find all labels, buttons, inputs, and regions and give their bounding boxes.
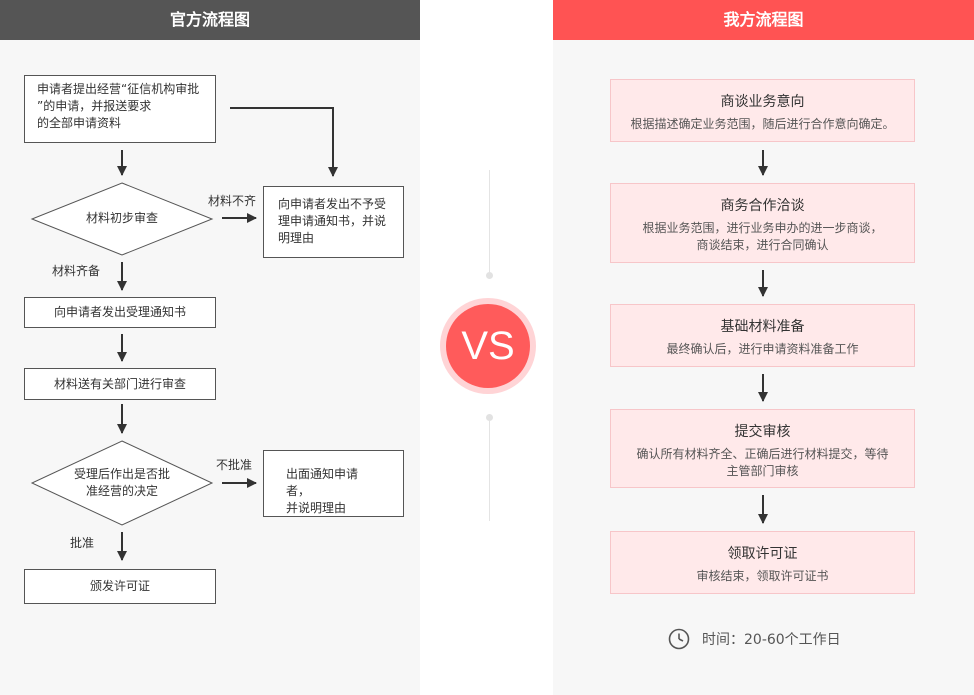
rejection-notice-line-1: 向申请者发出不予受 (278, 197, 387, 211)
clock-icon (668, 628, 690, 650)
step-material-prep: 基础材料准备 最终确认后，进行申请资料准备工作 (610, 304, 915, 367)
vs-badge: VS (440, 298, 536, 394)
step-desc-line: 审核结束，领取许可证书 (696, 569, 829, 583)
decision-diamond-shape (30, 440, 214, 526)
processing-time: 时间： 20-60个工作日 (668, 626, 841, 652)
written-notice-line-2: 并说明理由 (286, 501, 347, 515)
arrow-box1-to-reject (230, 107, 338, 177)
time-label: 时间： (702, 632, 744, 648)
review-diamond-shape (30, 182, 214, 256)
step-title: 基础材料准备 (720, 319, 805, 335)
rejection-notice-line-3: 明理由 (278, 231, 315, 245)
submit-application-line-3: 的全部申请资料 (37, 116, 122, 130)
time-value: 20-60个工作日 (744, 632, 841, 648)
our-flow-header: 我方流程图 (553, 0, 974, 40)
submit-application-box: 申请者提出经营“征信机构审批 ”的申请，并报送要求 的全部申请资料 (24, 75, 216, 143)
step-desc-line: 最终确认后，进行申请资料准备工作 (666, 342, 859, 356)
incomplete-materials-label: 材料不齐 (208, 194, 257, 208)
submit-application-line-2: ”的申请，并报送要求 (37, 99, 152, 113)
step-submit-review: 提交审核 确认所有材料齐全、正确后进行材料提交，等待 主管部门审核 (610, 409, 915, 488)
department-review-box: 材料送有关部门进行审查 (24, 368, 216, 400)
vs-text: VS (446, 304, 530, 388)
step-title: 提交审核 (734, 424, 791, 440)
step-desc-line: 商谈结束，进行合同确认 (696, 238, 829, 252)
acceptance-notice-box: 向申请者发出受理通知书 (24, 297, 216, 328)
divider-line-bottom (489, 421, 490, 521)
approval-decision-label: 受理后作出是否批 准经营的决定 (57, 466, 187, 500)
step-business-intent: 商谈业务意向 根据描述确定业务范围，随后进行合作意向确定。 (610, 79, 915, 142)
divider-dot-bottom (486, 414, 493, 421)
step-receive-license: 领取许可证 审核结束，领取许可证书 (610, 531, 915, 594)
step-desc-line: 根据描述确定业务范围，随后进行合作意向确定。 (630, 117, 895, 131)
step-desc-line: 主管部门审核 (726, 464, 799, 478)
not-approved-label: 不批准 (216, 458, 253, 472)
issue-license-box: 颁发许可证 (24, 569, 216, 604)
rejection-notice-line-2: 理申请通知书，并说 (278, 214, 387, 228)
official-flow-header: 官方流程图 (0, 0, 420, 40)
divider-dot-top (486, 272, 493, 279)
rejection-notice-box: 向申请者发出不予受 理申请通知书，并说 明理由 (263, 186, 404, 258)
step-negotiation: 商务合作洽谈 根据业务范围，进行业务申办的进一步商谈， 商谈结束，进行合同确认 (610, 183, 915, 263)
approved-label: 批准 (70, 536, 95, 550)
step-title: 商务合作洽谈 (720, 198, 805, 214)
written-notice-box: 出面通知申请者， 并说明理由 (263, 450, 404, 517)
step-title: 商谈业务意向 (720, 94, 805, 110)
complete-materials-label: 材料齐备 (52, 264, 101, 278)
approval-decision-line-2: 准经营的决定 (85, 484, 158, 498)
step-title: 领取许可证 (727, 546, 798, 562)
submit-application-line-1: 申请者提出经营“征信机构审批 (37, 82, 200, 96)
approval-decision-line-1: 受理后作出是否批 (73, 467, 170, 481)
divider-line-top (489, 170, 490, 272)
written-notice-line-1: 出面通知申请者， (286, 467, 359, 498)
step-desc-line: 确认所有材料齐全、正确后进行材料提交，等待 (636, 447, 889, 461)
step-desc-line: 根据业务范围，进行业务申办的进一步商谈， (642, 221, 883, 235)
initial-review-label: 材料初步审查 (85, 211, 158, 225)
